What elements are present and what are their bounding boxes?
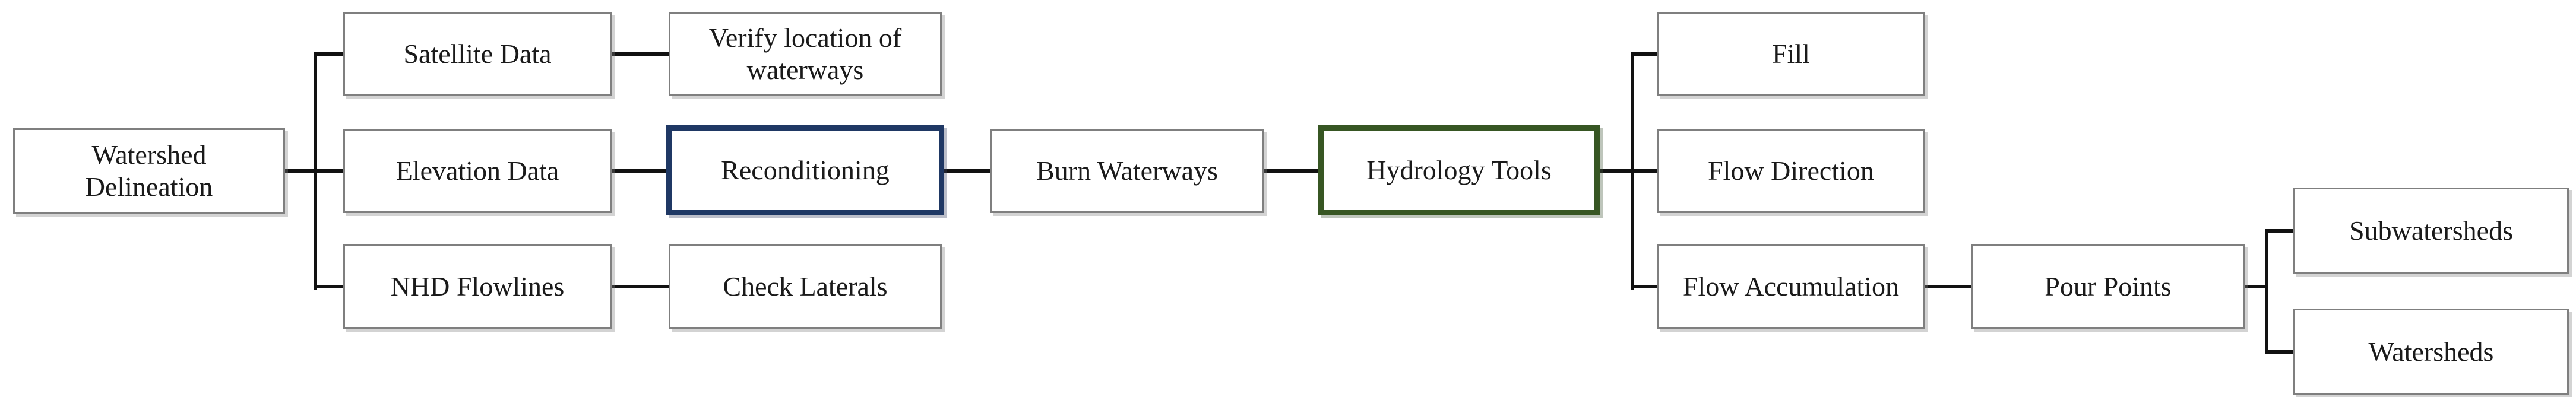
node-flow-direction: Flow Direction (1657, 129, 1925, 213)
node-reconditioning: Reconditioning (666, 125, 944, 215)
node-elevation-data: Elevation Data (343, 129, 612, 213)
connector-nhd-to-checklaterals (610, 285, 670, 288)
node-verify-location-of-waterways: Verify location of waterways (669, 12, 942, 96)
connector-trunk-to-satellite (315, 52, 344, 56)
connector-pour-trunk (2265, 229, 2268, 354)
node-flow-accumulation: Flow Accumulation (1657, 244, 1925, 329)
node-fill: Fill (1657, 12, 1925, 96)
node-watersheds: Watersheds (2293, 309, 2569, 395)
connector-reconditioning-to-burn (943, 169, 992, 173)
connector-satellite-to-verify (610, 52, 670, 56)
connector-flowaccumulation-to-pourpoints (1924, 285, 1973, 288)
connector-elevation-to-reconditioning (610, 169, 667, 173)
connector-trunk-to-nhd (315, 285, 344, 288)
connector-trunk-to-fill (1632, 52, 1658, 56)
node-subwatersheds: Subwatersheds (2293, 188, 2569, 274)
connector-trunk-to-watersheds (2267, 350, 2295, 354)
node-nhd-flowlines: NHD Flowlines (343, 244, 612, 329)
connector-burn-to-hydrology (1262, 169, 1319, 173)
connector-hydrology-to-trunk (1599, 169, 1658, 173)
node-watershed-delineation: Watershed Delineation (13, 128, 285, 214)
connector-trunk-to-flowaccumulation (1632, 285, 1658, 288)
node-burn-waterways: Burn Waterways (990, 129, 1264, 213)
connector-trunk-to-subwatersheds (2267, 229, 2295, 233)
connector-left-trunk (314, 52, 317, 290)
node-pour-points: Pour Points (1971, 244, 2245, 329)
node-satellite-data: Satellite Data (343, 12, 612, 96)
node-check-laterals: Check Laterals (669, 244, 942, 329)
connector-right-trunk (1631, 52, 1634, 290)
connector-pourpoints-to-trunk (2243, 285, 2268, 288)
node-hydrology-tools: Hydrology Tools (1318, 125, 1600, 215)
